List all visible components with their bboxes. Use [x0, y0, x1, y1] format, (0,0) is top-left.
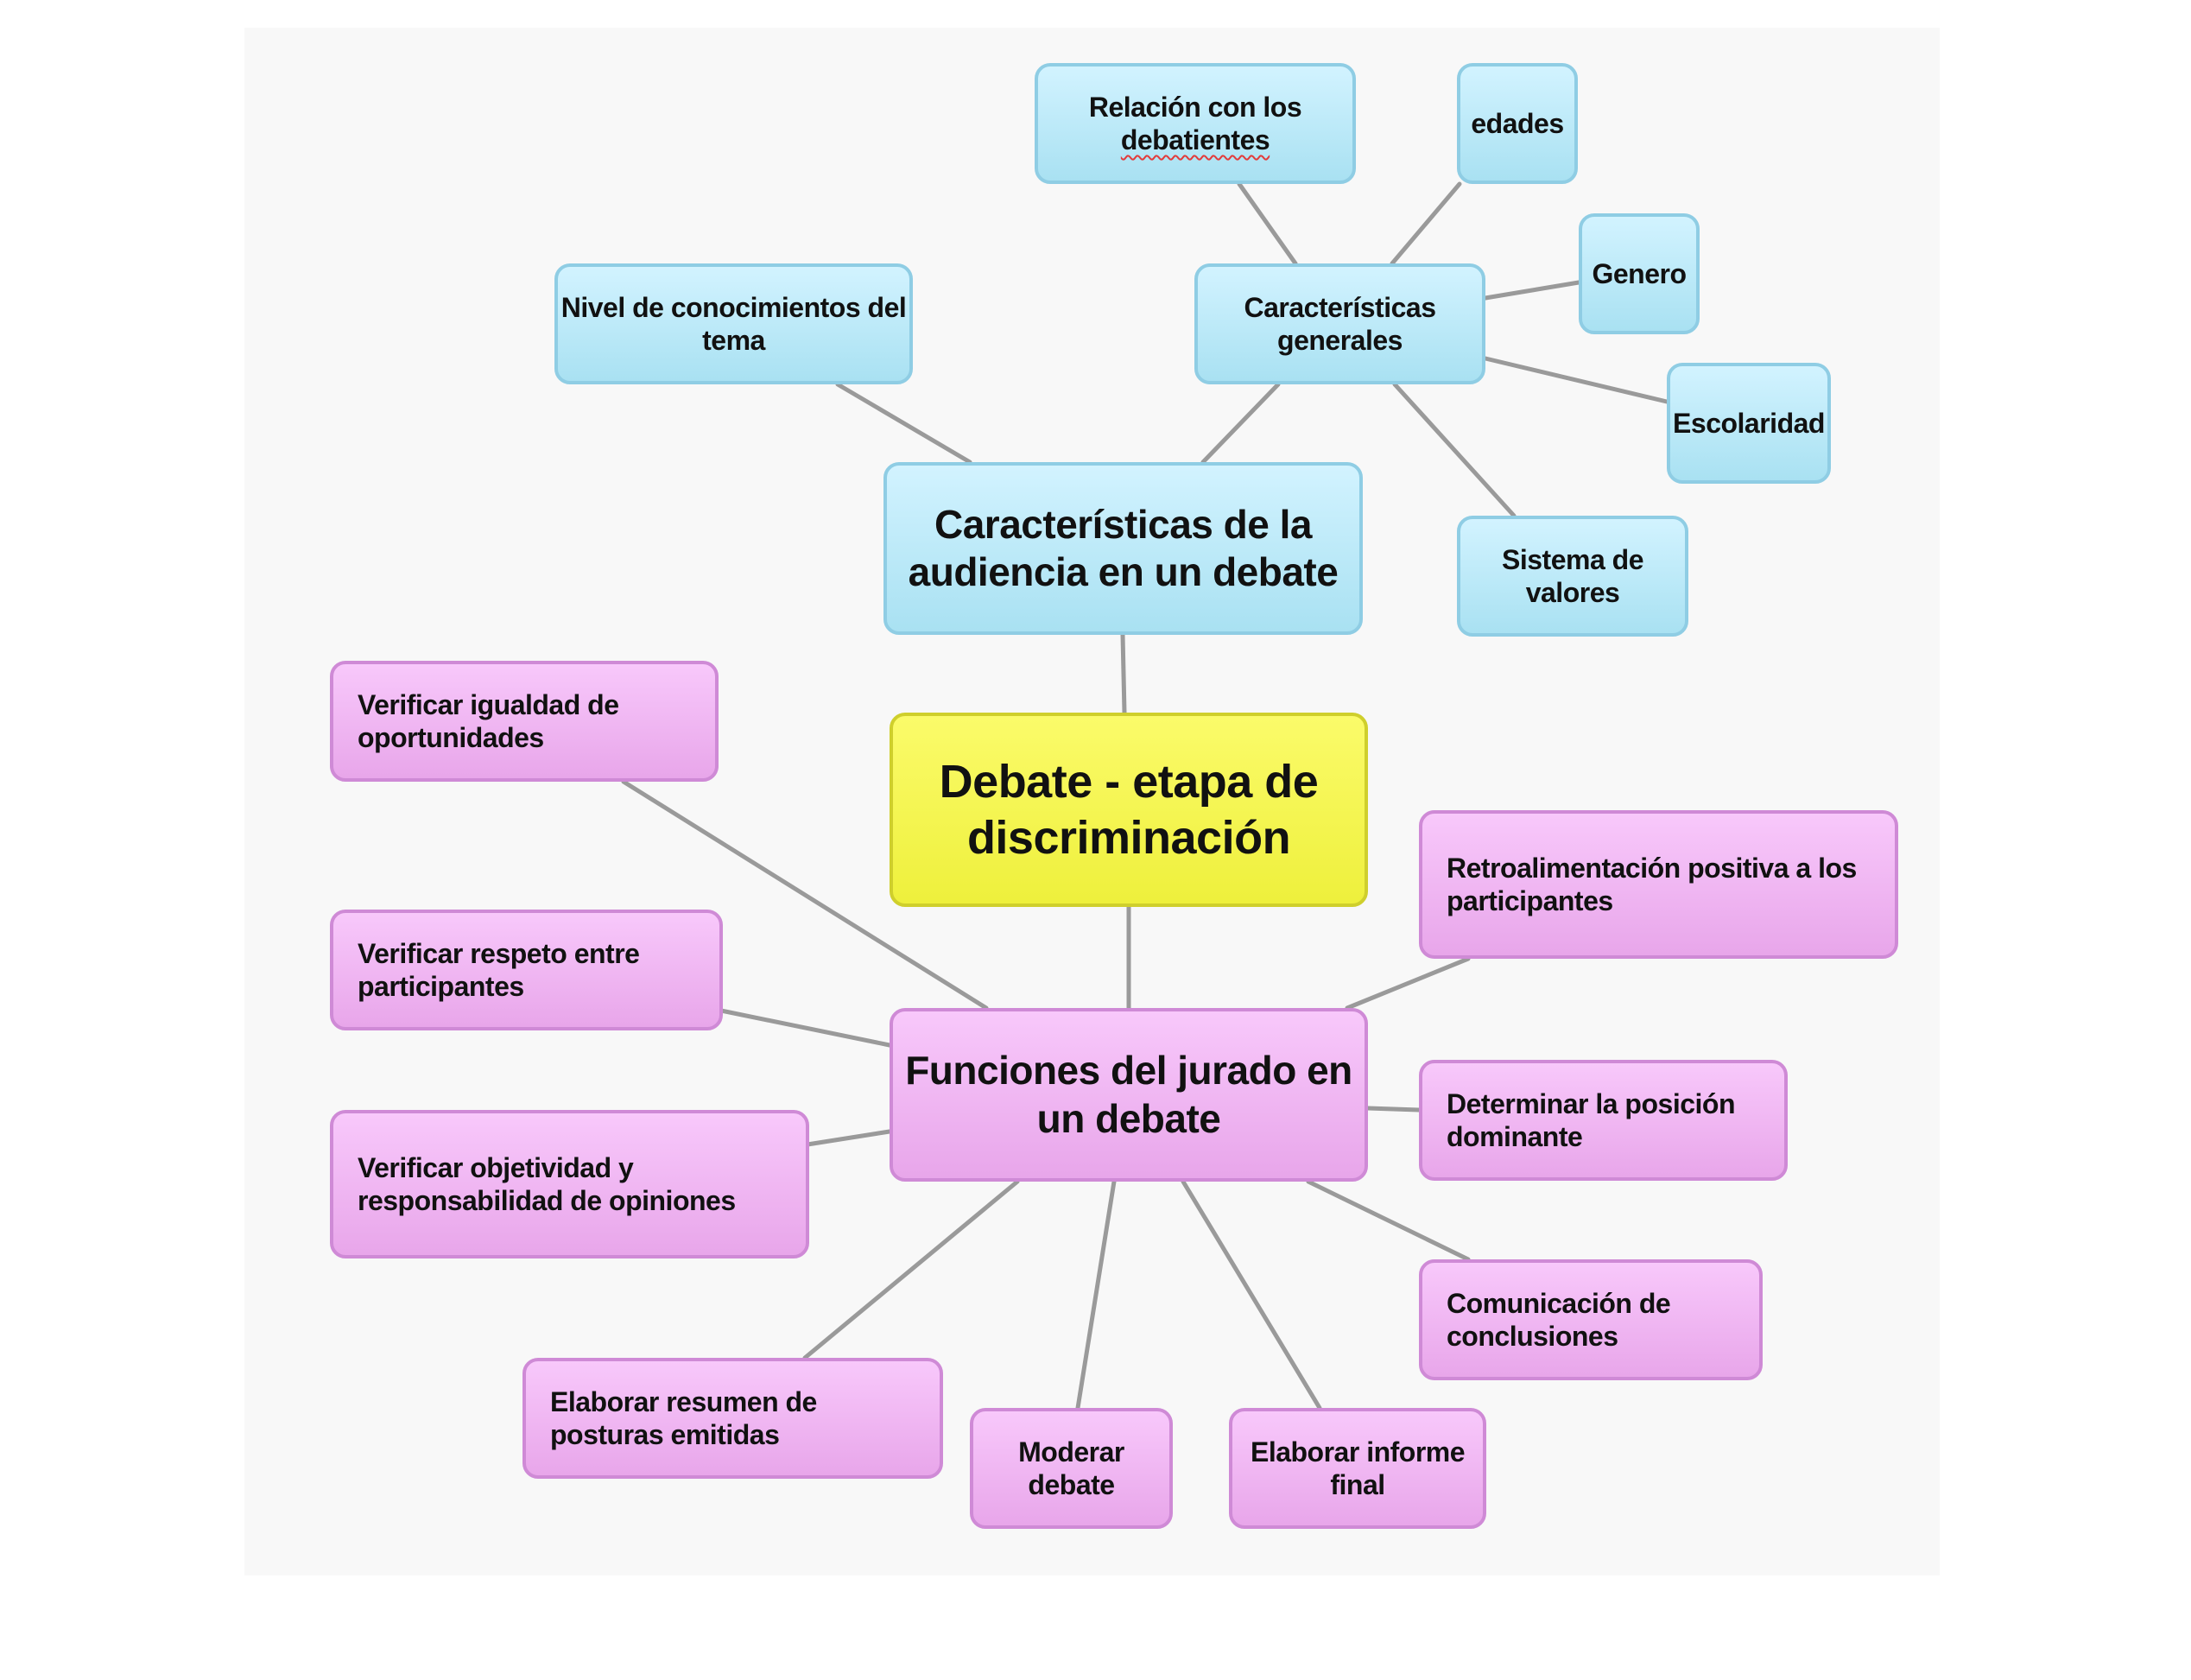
resumen-node[interactable]: Elaborar resumen de posturas emitidas [522, 1358, 943, 1479]
objetividad-node[interactable]: Verificar objetividad y responsabilidad … [330, 1110, 809, 1258]
escolaridad-label: Escolaridad [1673, 407, 1825, 439]
igualdad-node[interactable]: Verificar igualdad de oportunidades [330, 661, 719, 782]
retroalimentacion-node[interactable]: Retroalimentación positiva a los partici… [1419, 810, 1898, 959]
genero-node[interactable]: Genero [1579, 213, 1700, 334]
link-jury-posicion [1365, 1106, 1422, 1113]
link-generales-escolaridad [1483, 356, 1669, 404]
link-jury-igualdad [621, 779, 989, 1011]
audience-label: Características de la audiencia en un de… [908, 501, 1339, 594]
sistema-valores-label: Sistema de valores [1502, 543, 1643, 608]
link-jury-resumen [802, 1179, 1020, 1360]
genero-label: Genero [1592, 257, 1687, 289]
informe-label: Elaborar informe final [1250, 1436, 1466, 1500]
posicion-dominante-node[interactable]: Determinar la posición dominante [1419, 1060, 1788, 1181]
link-generales-genero [1483, 280, 1581, 301]
relacion-debatientes-node[interactable]: Relación con los debatientes [1035, 63, 1356, 184]
relacion-prefix: Relación con los [1088, 91, 1302, 123]
comunicacion-node[interactable]: Comunicación de conclusiones [1419, 1259, 1763, 1380]
link-root-audience [1120, 632, 1127, 715]
relacion-word: debatientes [1120, 124, 1270, 155]
edades-label: edades [1471, 107, 1564, 139]
moderar-node[interactable]: Moderar debate [970, 1408, 1173, 1529]
respeto-label: Verificar respeto entre participantes [358, 937, 640, 1002]
retroalimentacion-label: Retroalimentación positiva a los partici… [1447, 852, 1857, 916]
link-jury-informe [1181, 1179, 1322, 1411]
caracteristicas-generales-label: Características generales [1244, 291, 1436, 356]
link-audience-nivel [835, 382, 972, 465]
nivel-conocimientos-label: Nivel de conocimientos del tema [560, 291, 907, 356]
root-node[interactable]: Debate - etapa de discriminación [890, 713, 1368, 907]
link-generales-valores [1392, 382, 1517, 518]
link-jury-moderar [1075, 1179, 1117, 1411]
informe-node[interactable]: Elaborar informe final [1229, 1408, 1486, 1529]
link-jury-objetividad [805, 1129, 892, 1147]
audience-node[interactable]: Características de la audiencia en un de… [883, 462, 1363, 635]
link-audience-generales [1200, 382, 1281, 465]
jury-label: Funciones del jurado en un debate [905, 1048, 1352, 1141]
igualdad-label: Verificar igualdad de oportunidades [358, 688, 619, 753]
relacion-debatientes-text: Relación con los debatientes [1038, 91, 1352, 157]
caracteristicas-generales-node[interactable]: Características generales [1194, 263, 1485, 384]
escolaridad-node[interactable]: Escolaridad [1667, 363, 1831, 484]
comunicacion-label: Comunicación de conclusiones [1447, 1287, 1671, 1352]
jury-node[interactable]: Funciones del jurado en un debate [890, 1008, 1368, 1182]
link-jury-retro [1345, 956, 1471, 1011]
root-label: Debate - etapa de discriminación [939, 755, 1319, 864]
posicion-dominante-label: Determinar la posición dominante [1447, 1087, 1735, 1152]
link-jury-respeto [719, 1008, 892, 1048]
link-jury-comunicacion [1306, 1179, 1471, 1262]
respeto-node[interactable]: Verificar respeto entre participantes [330, 910, 723, 1030]
objetividad-label: Verificar objetividad y responsabilidad … [358, 1151, 736, 1216]
resumen-label: Elaborar resumen de posturas emitidas [550, 1385, 817, 1450]
link-generales-edades [1390, 181, 1462, 266]
moderar-label: Moderar debate [1018, 1436, 1124, 1500]
edades-node[interactable]: edades [1457, 63, 1578, 184]
sistema-valores-node[interactable]: Sistema de valores [1457, 516, 1688, 637]
link-generales-relacion [1237, 181, 1298, 266]
nivel-conocimientos-node[interactable]: Nivel de conocimientos del tema [554, 263, 913, 384]
